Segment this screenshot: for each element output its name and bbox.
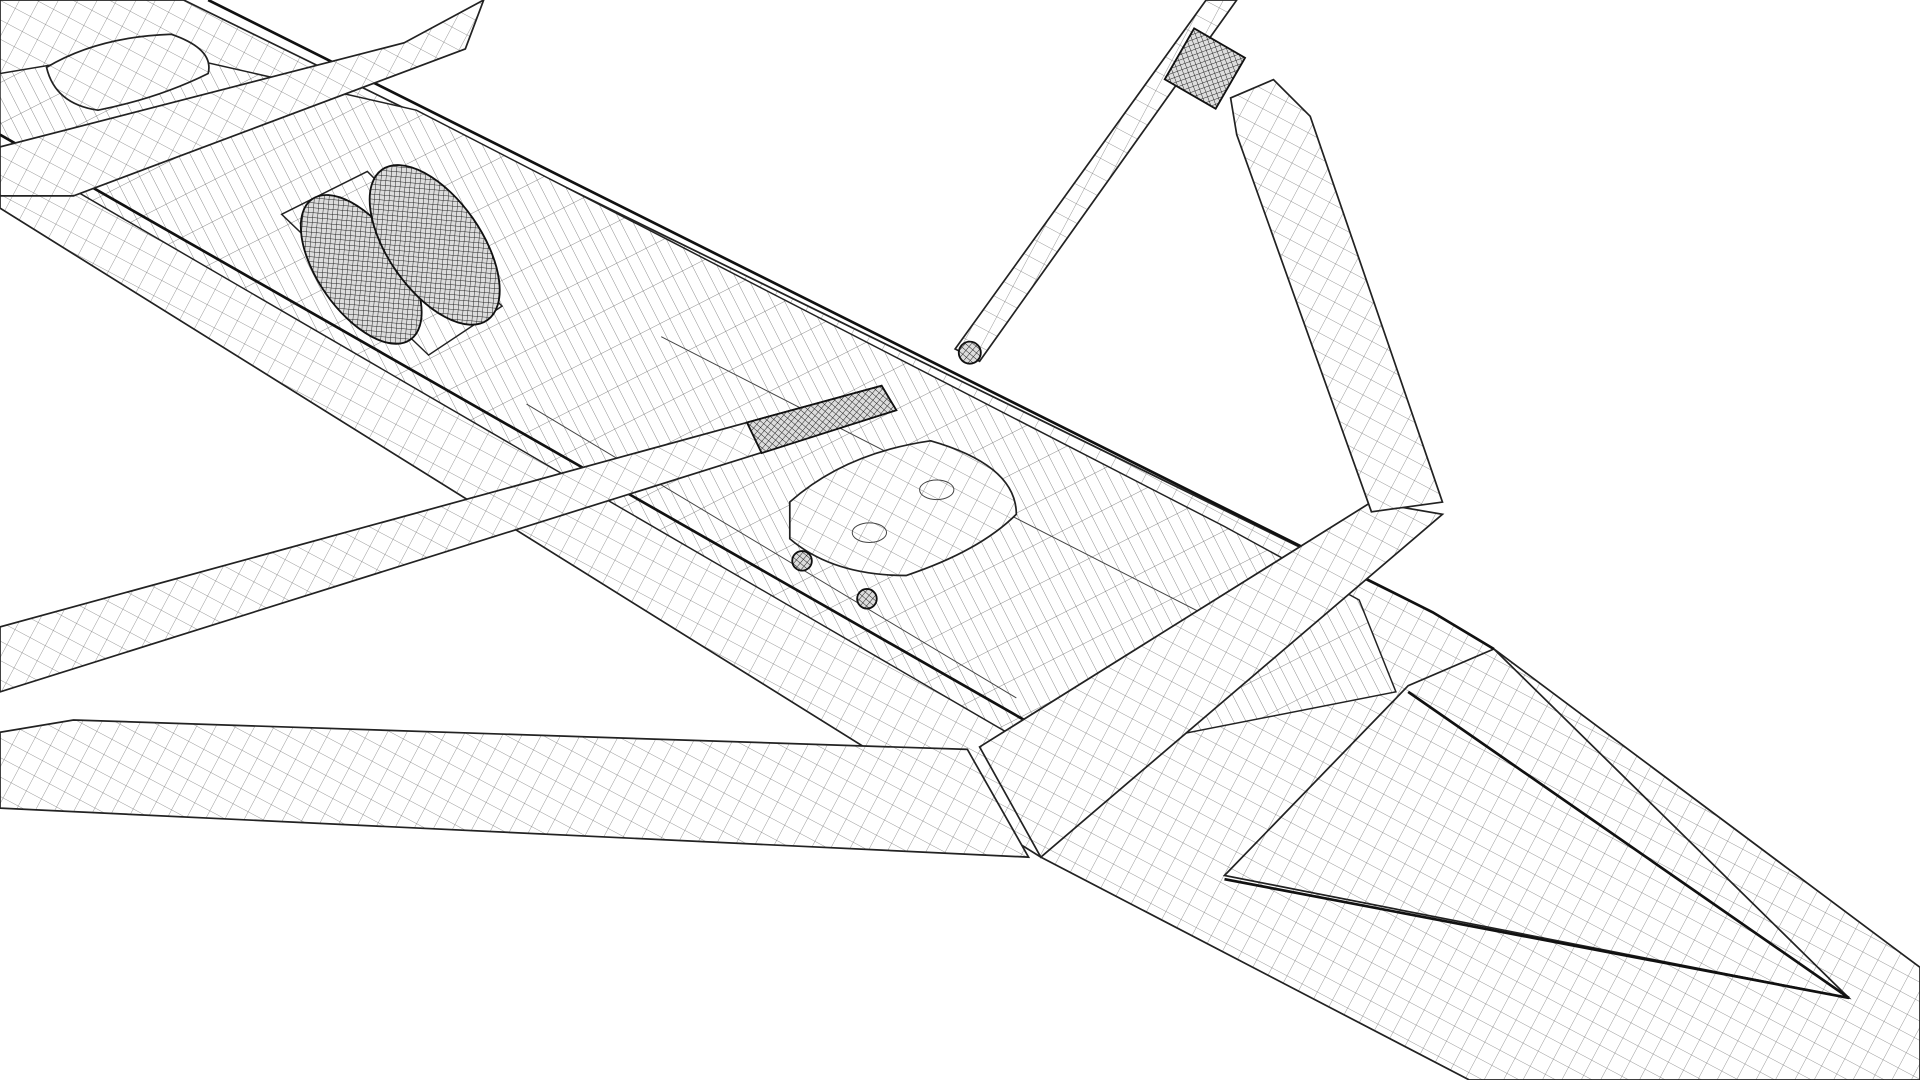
seat-wheel-2	[856, 588, 878, 610]
riggers	[0, 0, 1445, 859]
sliding-seat-bow	[45, 33, 210, 112]
stern-deck-edge	[1224, 690, 1850, 1000]
sliding-seat	[788, 439, 1018, 577]
seat-hole-2	[919, 479, 955, 501]
slide-rail-2	[526, 403, 1017, 699]
oars	[0, 0, 1247, 693]
seat-hole-1	[851, 522, 888, 543]
starboard-rigger-bar	[978, 501, 1445, 859]
seat-wheel-1	[791, 550, 813, 572]
port-rigger-wing	[0, 719, 1031, 859]
gunwale-edge	[207, 0, 1495, 651]
starboard-oar-handle-end	[957, 340, 982, 365]
bow-rigger-bar	[0, 0, 485, 197]
port-oar-grip	[745, 384, 898, 455]
hull-rail-edge	[0, 133, 1030, 724]
oarlock	[1163, 27, 1247, 110]
seats	[45, 33, 1018, 610]
starboard-rigger-arm	[1229, 78, 1444, 513]
right-shoe	[368, 164, 501, 326]
footplate-with-shoes	[280, 164, 504, 357]
